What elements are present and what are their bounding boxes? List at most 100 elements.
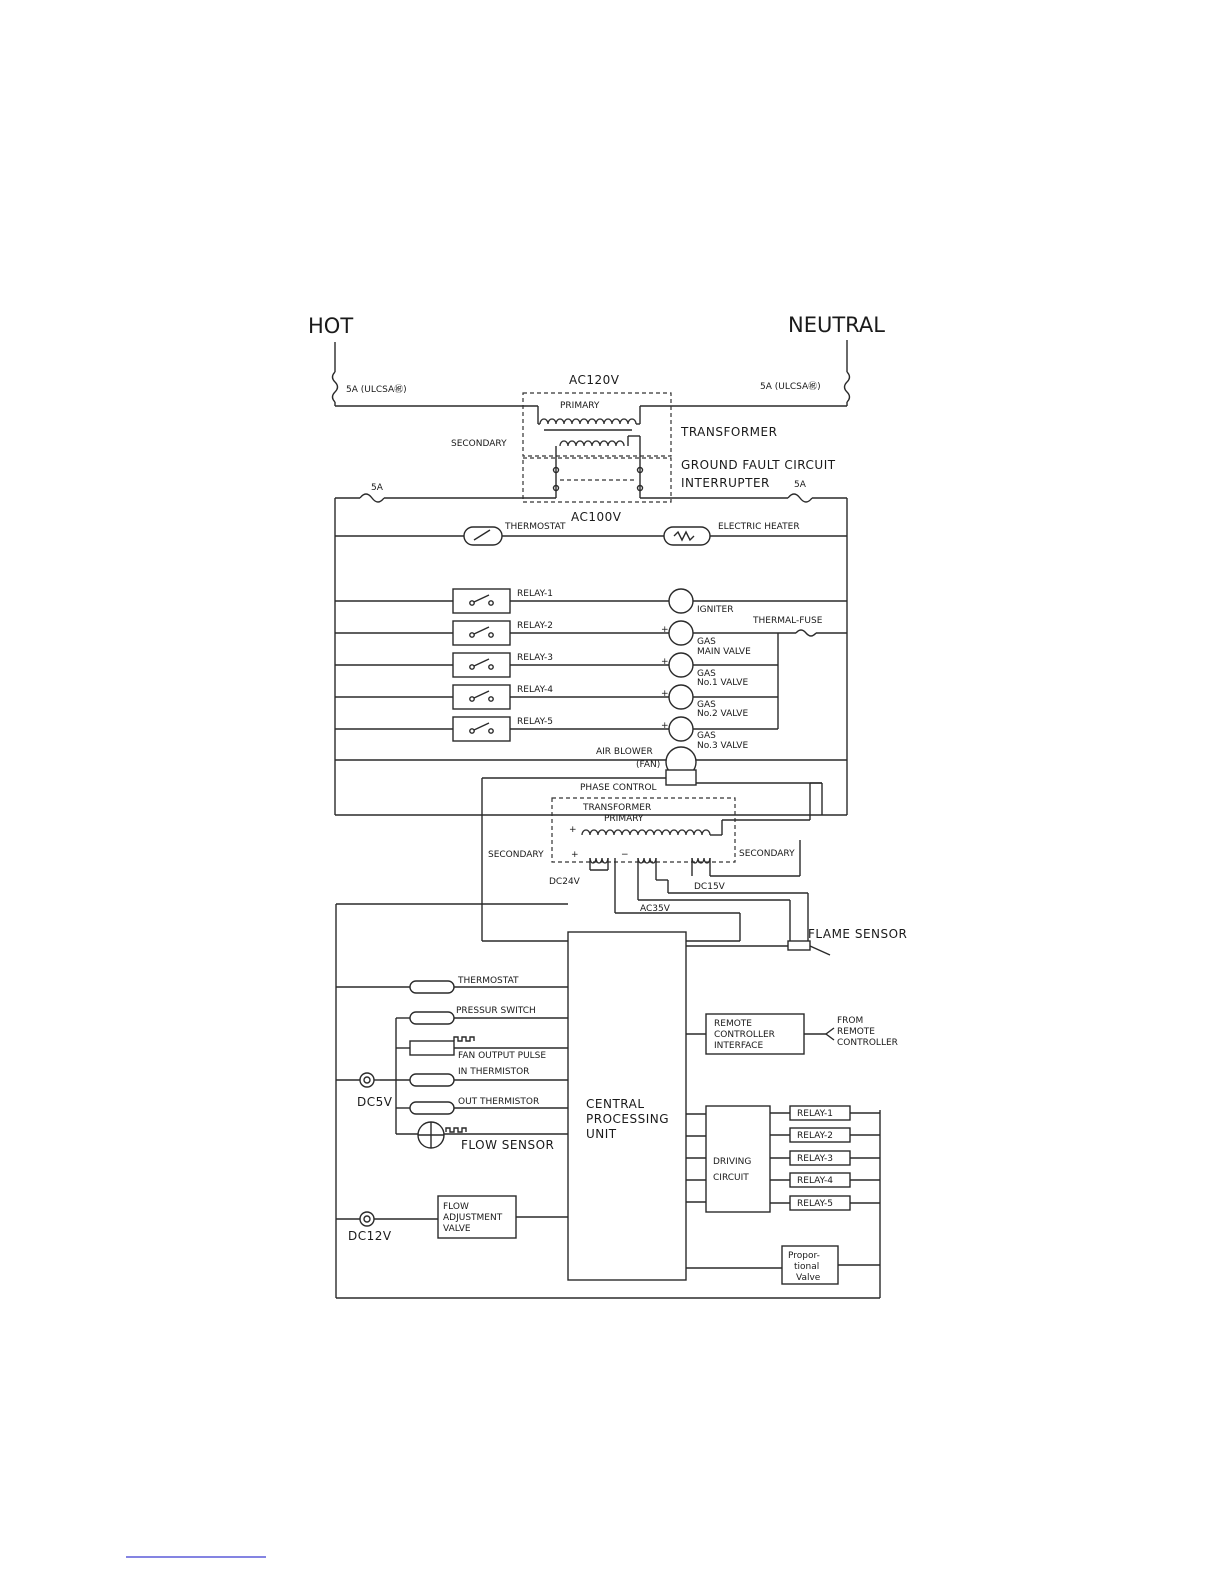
driving-relay-label: RELAY-3 xyxy=(797,1154,833,1164)
prop-valve-label-2: tional xyxy=(794,1262,819,1272)
transformer-label: TRANSFORMER xyxy=(680,425,777,439)
svg-text:−: − xyxy=(621,850,629,860)
svg-text:+: + xyxy=(661,721,669,731)
cpu-label-3: UNIT xyxy=(586,1127,617,1141)
dc15-label: DC15V xyxy=(694,882,726,892)
cpu-label-1: CENTRAL xyxy=(586,1097,645,1111)
svg-text:+: + xyxy=(569,825,577,835)
left-5a-label: 5A xyxy=(371,483,384,493)
transformer-enclosure xyxy=(522,392,672,457)
neutral-fuse-symbol xyxy=(843,371,851,403)
gas-valve-label-2: MAIN VALVE xyxy=(697,647,751,657)
dc12v-label: DC12V xyxy=(348,1229,392,1243)
right-5a-label: 5A xyxy=(794,480,807,490)
ac100-label: AC100V xyxy=(571,510,622,524)
gas-valve-symbol xyxy=(668,716,694,742)
left-5a-fuse-symbol xyxy=(359,493,385,503)
secondary-coil-dc24 xyxy=(589,857,609,864)
cpu-label-2: PROCESSING xyxy=(586,1112,669,1126)
driving-relay-label: RELAY-2 xyxy=(797,1131,833,1141)
heater-thermostat-label: THERMOSTAT xyxy=(504,522,566,532)
secondary-coil-dc15 xyxy=(691,857,711,864)
from-remote-label-1: FROM xyxy=(837,1016,863,1026)
flow-sensor-label: FLOW SENSOR xyxy=(461,1138,554,1152)
cpu-block xyxy=(567,931,687,1281)
gfci-enclosure xyxy=(522,457,672,503)
electric-heater-label: ELECTRIC HEATER xyxy=(718,522,800,532)
board-thermostat-label: THERMOSTAT xyxy=(457,976,519,986)
remote-interface-label-3: INTERFACE xyxy=(714,1041,763,1051)
flame-sensor-symbol xyxy=(787,940,811,951)
relay-row: RELAY-3 + GAS No.1 VALVE xyxy=(335,652,748,688)
secondary-coil-ac35 xyxy=(637,857,657,864)
transformer-2-primary-coil xyxy=(581,829,711,836)
secondary-label: SECONDARY xyxy=(451,439,507,449)
primary-coil xyxy=(539,418,637,425)
gas-valve-label-2: No.2 VALVE xyxy=(697,709,748,719)
gas-valve-label-2: No.3 VALVE xyxy=(697,741,748,751)
out-thermistor-label: OUT THERMISTOR xyxy=(458,1097,539,1107)
phase-control-label: PHASE CONTROL xyxy=(580,783,657,793)
driving-label-2: CIRCUIT xyxy=(713,1173,749,1183)
flow-adj-label-1: FLOW xyxy=(443,1202,469,1212)
relay-label: RELAY-1 xyxy=(517,589,553,599)
gas-valve-label: GAS xyxy=(697,637,716,647)
gas-valve-label-2: No.1 VALVE xyxy=(697,678,748,688)
blower-section: AIR BLOWER (FAN) PHASE CONTROL xyxy=(335,746,847,942)
power-section: HOT NEUTRAL 5A (ULCSA㊗) 5A (ULCSA㊗) AC12… xyxy=(308,313,885,816)
flow-adj-label-2: ADJUSTMENT xyxy=(443,1213,503,1223)
hot-fuse-label: 5A (ULCSA㊗) xyxy=(346,384,407,395)
heater-thermostat-symbol xyxy=(463,526,503,546)
relay-switch-symbol xyxy=(452,652,511,678)
gas-valve-symbol xyxy=(668,620,694,646)
svg-text:+: + xyxy=(661,657,669,667)
thermal-fuse-symbol xyxy=(795,629,817,637)
heater-row: THERMOSTAT ELECTRIC HEATER xyxy=(335,522,847,546)
remote-interface-label-1: REMOTE xyxy=(714,1019,752,1029)
driving-relays: RELAY-1 RELAY-2 RELAY-3 RELAY-4 RELAY-5 xyxy=(789,1105,851,1211)
pressure-switch-symbol xyxy=(409,1011,455,1025)
board-thermostat-symbol xyxy=(409,980,455,994)
thermal-fuse-label: THERMAL-FUSE xyxy=(752,616,823,626)
hot-fuse-symbol xyxy=(331,371,339,403)
igniter-symbol xyxy=(668,588,694,614)
dc24-label: DC24V xyxy=(549,877,581,887)
remote-arrow xyxy=(824,1027,835,1041)
gas-valve-label: GAS xyxy=(697,731,716,741)
transformer-2: TRANSFORMER PRIMARY + + − SECONDARY SECO… xyxy=(488,782,822,942)
svg-text:+: + xyxy=(661,689,669,699)
neutral-label: NEUTRAL xyxy=(788,313,885,337)
relay-label: RELAY-3 xyxy=(517,653,553,663)
air-blower-label-1: AIR BLOWER xyxy=(596,747,653,757)
relay-switch-symbol xyxy=(452,716,511,742)
relay-label: RELAY-5 xyxy=(517,717,553,727)
right-5a-fuse-symbol xyxy=(787,493,813,503)
relay-label: RELAY-4 xyxy=(517,685,553,695)
prop-valve-label-3: Valve xyxy=(796,1273,821,1283)
flow-adj-label-3: VALVE xyxy=(443,1224,471,1234)
flame-sensor: FLAME SENSOR xyxy=(686,927,907,956)
relay-switch-symbol xyxy=(452,588,511,614)
from-remote-label-3: CONTROLLER xyxy=(837,1038,898,1048)
transformer-primary-label: PRIMARY xyxy=(560,401,600,411)
relay-bank: RELAY-1 IGNITER RELAY-2 + GAS MAIN VALVE… xyxy=(335,588,847,751)
hot-label: HOT xyxy=(308,314,353,338)
gfci-label-1: GROUND FAULT CIRCUIT xyxy=(681,458,836,472)
svg-text:+: + xyxy=(661,625,669,635)
fan-output-block xyxy=(409,1040,455,1056)
remote-interface-label-2: CONTROLLER xyxy=(714,1030,775,1040)
transformer-2-secondary-right: SECONDARY xyxy=(739,849,795,859)
ac120-label: AC120V xyxy=(569,373,620,387)
gfci-label-2: INTERRUPTER xyxy=(681,476,770,490)
igniter-label: IGNITER xyxy=(697,605,733,615)
dc5v-terminal xyxy=(359,1072,375,1088)
driving-relay-label: RELAY-5 xyxy=(797,1199,833,1209)
relay-row: RELAY-4 + GAS No.2 VALVE xyxy=(335,684,748,719)
dc12v-terminal xyxy=(359,1211,375,1227)
gas-valve-symbol xyxy=(668,652,694,678)
control-board: CENTRAL PROCESSING UNIT THERMOSTAT PRESS… xyxy=(335,903,898,1299)
dc5v-label: DC5V xyxy=(357,1095,393,1109)
relay-row: RELAY-5 + GAS No.3 VALVE xyxy=(335,716,748,751)
driving-circuit-block xyxy=(705,1105,771,1213)
